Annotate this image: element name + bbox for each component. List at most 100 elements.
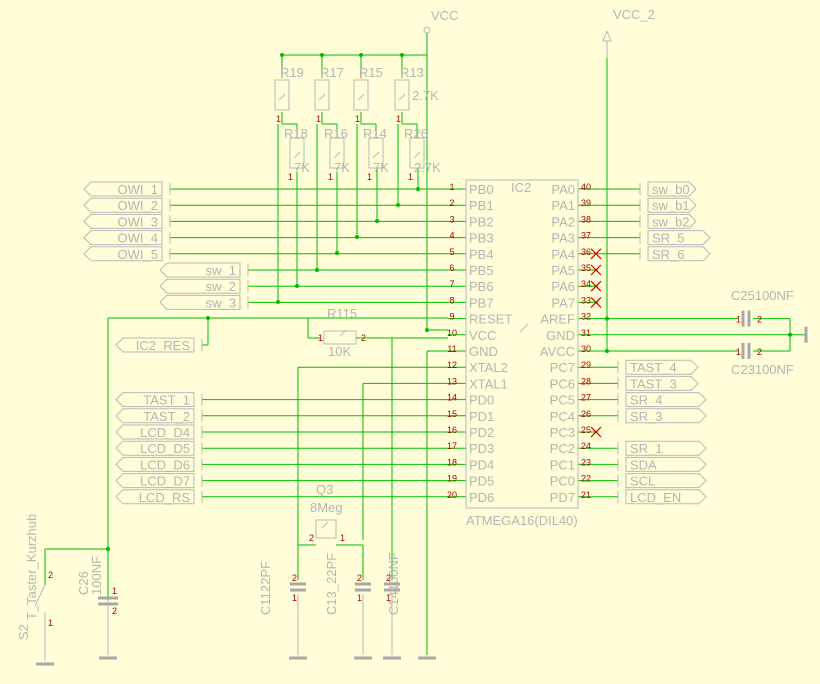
right-pin-name-36: PA4 xyxy=(551,247,575,262)
left-pin-num-20: 20 xyxy=(447,490,457,500)
net-sr_1: SR_1 xyxy=(630,441,663,456)
wiper xyxy=(278,93,286,101)
resistor-top-2 xyxy=(353,79,369,111)
right-pin-name-32: AREF xyxy=(540,312,575,327)
left-pin-name-4: PB3 xyxy=(469,231,494,246)
left-pin-num-17: 17 xyxy=(447,441,457,451)
r115-val: 10K xyxy=(328,344,351,359)
net-owi_5: OWI_5 xyxy=(118,247,158,262)
left-pin-num-16: 16 xyxy=(447,425,457,435)
net-sw_2: sw_2 xyxy=(206,279,236,294)
pin-1: 1 xyxy=(288,172,293,182)
right-pin-num-21: 21 xyxy=(581,490,591,500)
net-owi_5-shape xyxy=(83,246,163,262)
right-pin-name-31: GND xyxy=(546,328,575,343)
pin-2: 2 xyxy=(386,573,391,583)
left-pin-num-8: 8 xyxy=(449,295,454,305)
right-pin-name-30: AVCC xyxy=(540,344,575,359)
net-lcd_d5: LCD_D5 xyxy=(140,441,190,456)
right-pin-num-34: 34 xyxy=(581,279,591,289)
right-pin-name-25: PC3 xyxy=(550,425,575,440)
net-lcd_d7: LCD_D7 xyxy=(140,474,190,489)
net-sr_6-shape xyxy=(647,246,711,262)
net-sw_b2: sw_b2 xyxy=(652,214,690,229)
cap-c26-ref: C26 xyxy=(76,571,91,595)
right-pin-num-39: 39 xyxy=(581,198,591,208)
net-owi_2-shape xyxy=(83,197,163,213)
net-tast_4-shape xyxy=(625,359,699,375)
left-pin-name-15: PD1 xyxy=(469,409,494,424)
net-tast_2-shape xyxy=(115,408,195,424)
right-pin-name-27: PC5 xyxy=(550,393,575,408)
net-sr_4: SR_4 xyxy=(630,393,663,408)
pin-1: 1 xyxy=(408,172,413,182)
pin-1: 1 xyxy=(292,593,297,603)
net-lcd_rs: LCD_RS xyxy=(139,490,191,505)
resistor-bottom-val-1: 7K xyxy=(334,160,350,175)
pin-2: 2 xyxy=(292,573,297,583)
junction-dot xyxy=(355,235,359,239)
left-pin-name-6: PB5 xyxy=(469,263,494,278)
resistor-top-1 xyxy=(314,79,330,111)
left-pin-name-11: GND xyxy=(469,344,498,359)
net-sw_b1: sw_b1 xyxy=(652,198,690,213)
left-pin-num-11: 11 xyxy=(447,344,456,354)
net-tast_2: TAST_2 xyxy=(143,409,190,424)
right-pin-num-24: 24 xyxy=(581,441,591,451)
left-pin-name-8: PB7 xyxy=(469,295,494,310)
right-pin-num-32: 32 xyxy=(581,312,591,322)
resistor-bottom-1 xyxy=(329,137,345,169)
wiper xyxy=(333,151,341,159)
net-owi_3: OWI_3 xyxy=(118,214,158,229)
right-pin-num-22: 22 xyxy=(581,474,591,484)
pin-1: 1 xyxy=(48,618,53,628)
net-sw_1-shape xyxy=(159,262,241,278)
net-lcd_d6-shape xyxy=(115,456,195,472)
crystal-val: 8Meg xyxy=(310,500,343,515)
net-tast_3-shape xyxy=(625,375,699,391)
junction-dot xyxy=(315,268,319,272)
left-pin-num-13: 13 xyxy=(447,376,457,386)
resistor-top-3 xyxy=(394,79,410,111)
net-sr_5: SR_5 xyxy=(652,231,685,246)
left-pin-name-13: XTAL1 xyxy=(469,376,508,391)
net-tast_1-shape xyxy=(115,392,195,408)
ic-body xyxy=(465,179,579,509)
net-owi_4-shape xyxy=(83,230,163,246)
left-pin-num-5: 5 xyxy=(449,247,454,257)
pin-1: 1 xyxy=(736,315,741,325)
pin-1: 1 xyxy=(736,347,741,357)
resistor-bottom-2 xyxy=(368,137,384,169)
left-pin-num-14: 14 xyxy=(447,393,457,403)
pin-2: 2 xyxy=(757,347,762,357)
switch-lever xyxy=(34,584,46,607)
right-pin-name-24: PC2 xyxy=(550,441,575,456)
junction-dot xyxy=(396,203,400,207)
pin-1: 1 xyxy=(318,333,323,343)
net-sda: SDA xyxy=(630,457,657,472)
left-pin-name-20: PD6 xyxy=(469,490,494,505)
no-connect-mark xyxy=(590,296,602,308)
right-pin-name-33: PA7 xyxy=(551,295,575,310)
net-ic2-res: IC2_RES xyxy=(136,338,191,353)
net-sw_2-shape xyxy=(159,278,241,294)
left-pin-name-5: PB4 xyxy=(469,247,494,262)
cap-c26-val: 100NF xyxy=(89,556,104,595)
left-pin-num-2: 2 xyxy=(449,198,454,208)
net-sr_1-shape xyxy=(625,440,707,456)
resistor-bottom-val-0: 7K xyxy=(294,160,310,175)
net-lcd_d5-shape xyxy=(115,440,195,456)
pin-1: 1 xyxy=(340,533,345,543)
wiper xyxy=(321,521,329,529)
vcc2-label: VCC_2 xyxy=(613,7,655,22)
right-pin-name-22: PC0 xyxy=(550,474,575,489)
left-pin-name-9: RESET xyxy=(469,312,512,327)
left-pin-num-6: 6 xyxy=(449,263,454,273)
net-sw_b0: sw_b0 xyxy=(652,182,690,197)
no-connect-mark xyxy=(590,264,602,276)
resistor-top-ref-1: R17 xyxy=(320,65,344,80)
left-pin-num-1: 1 xyxy=(449,182,454,192)
net-owi_3-shape xyxy=(83,213,163,229)
wiper xyxy=(357,93,365,101)
